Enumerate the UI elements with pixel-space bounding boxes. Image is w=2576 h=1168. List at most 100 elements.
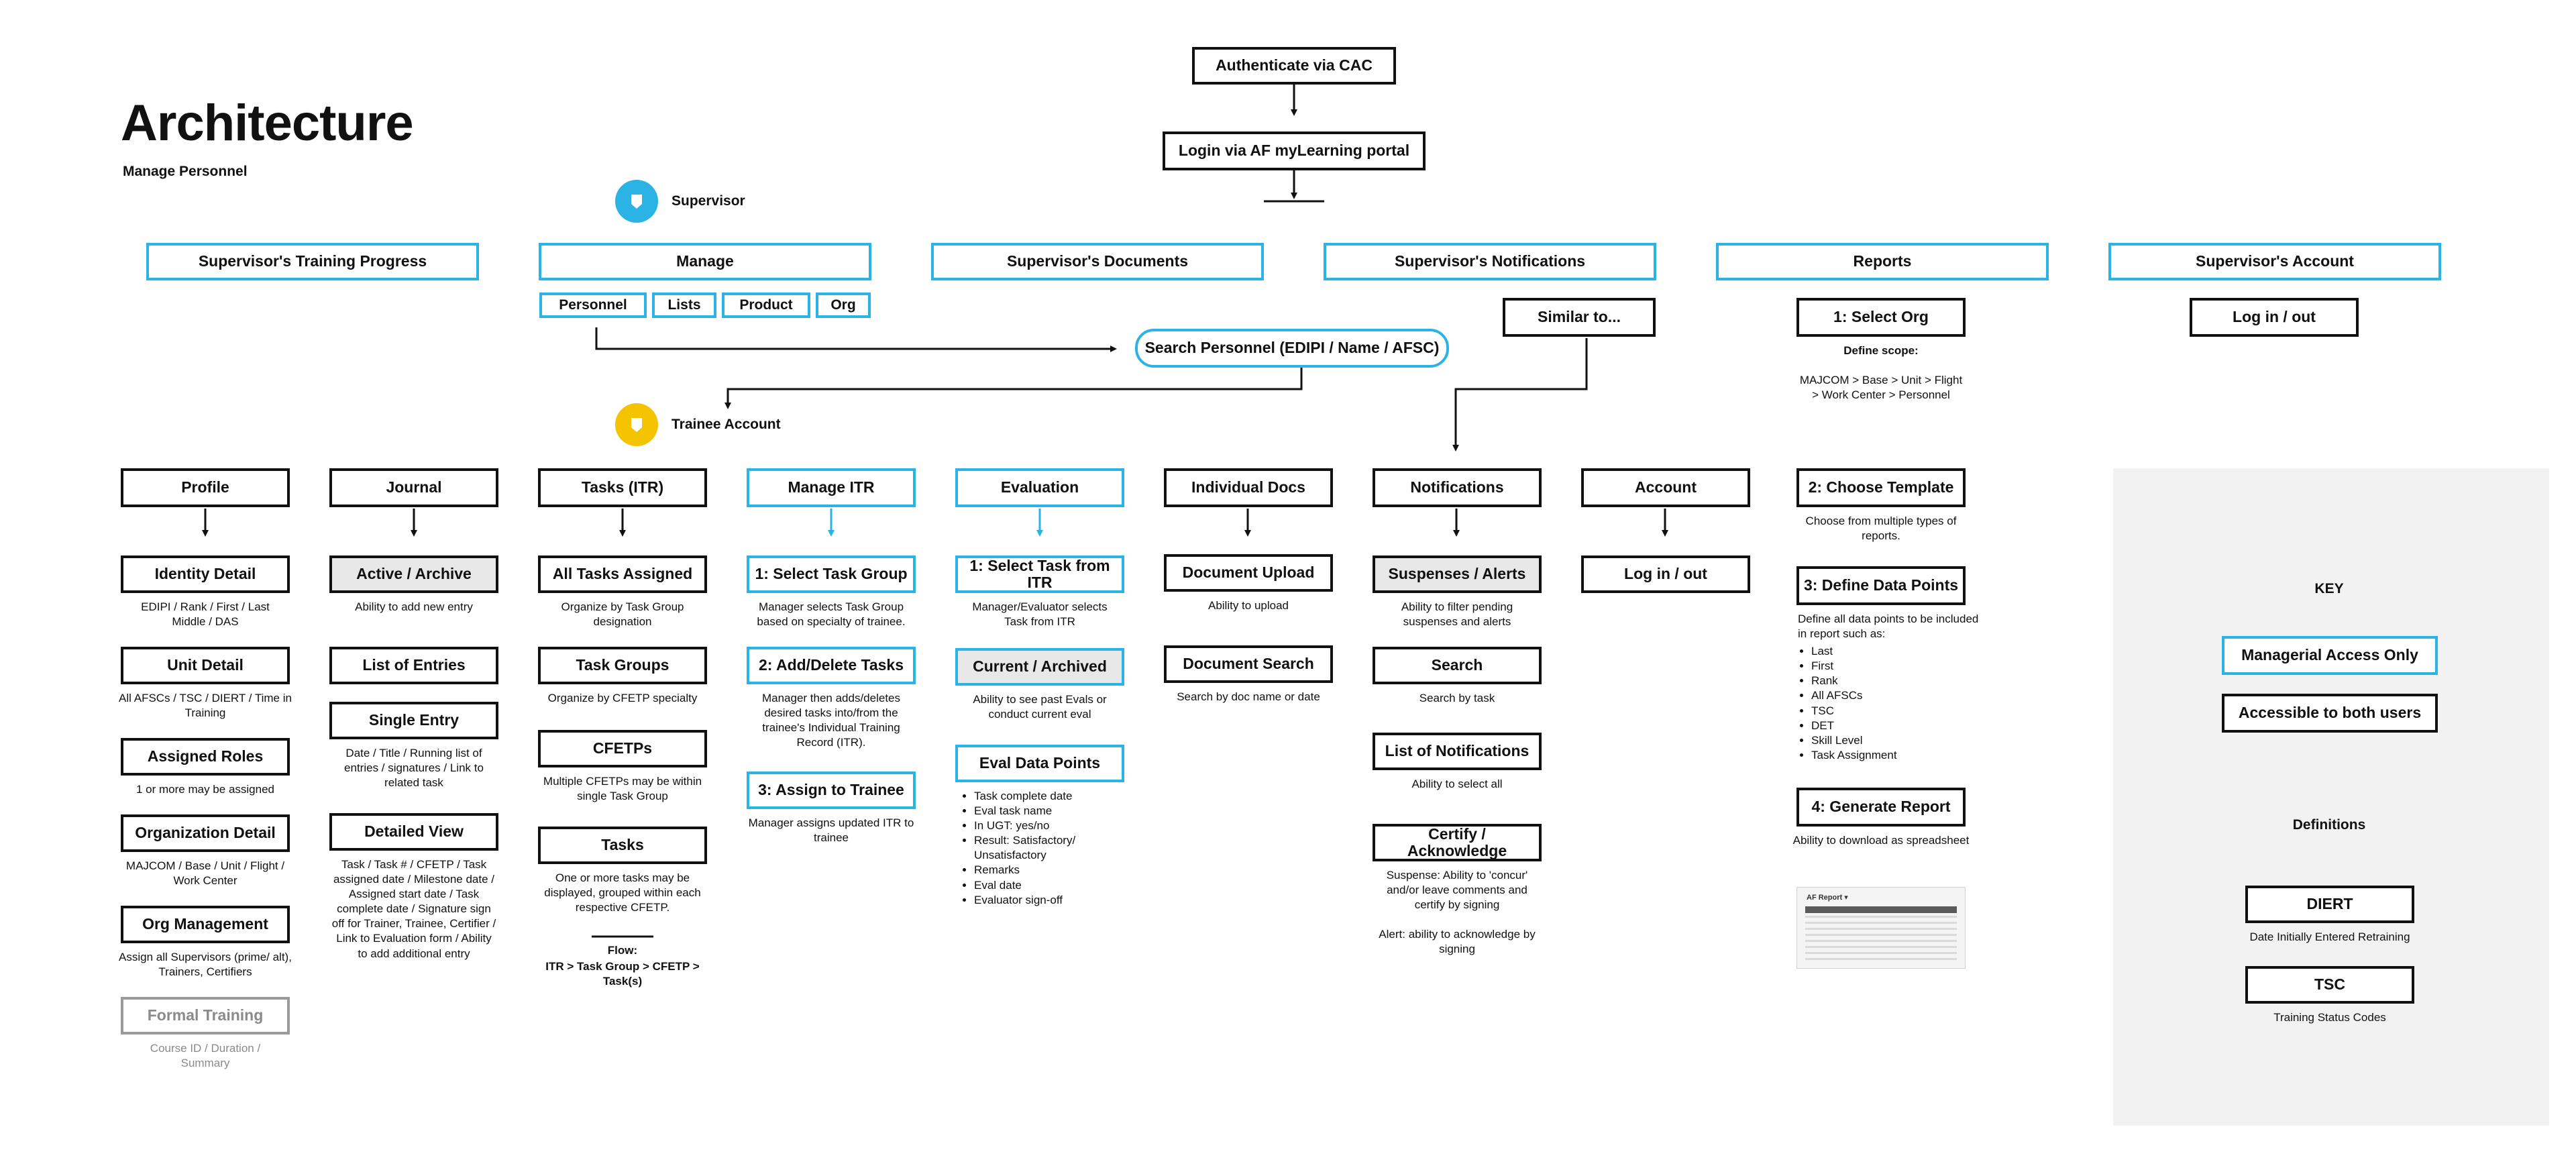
eval-data-points-desc: Task complete date Eval task name In UGT… xyxy=(961,786,1128,908)
docs-document-search[interactable]: Document Search xyxy=(1164,645,1333,683)
data-points-list: Last First Rank All AFSCs TSC DET Skill … xyxy=(1798,644,1979,763)
notifications-certify-acknowledge[interactable]: Certify / Acknowledge xyxy=(1373,824,1542,861)
tab-lists[interactable]: Lists xyxy=(652,293,716,318)
notifications-search-desc: Search by task xyxy=(1419,692,1495,704)
current-archived-desc: Ability to see past Evals or conduct cur… xyxy=(973,693,1107,721)
search-personnel-pill[interactable]: Search Personnel (EDIPI / Name / AFSC) xyxy=(1135,329,1449,368)
manage-itr-select-task-group[interactable]: 1: Select Task Group xyxy=(747,555,916,593)
tasks-all-assigned[interactable]: All Tasks Assigned xyxy=(538,555,707,593)
tasks-cfetps[interactable]: CFETPs xyxy=(538,730,707,767)
evaluation-data-points[interactable]: Eval Data Points xyxy=(955,745,1124,782)
evaluation-current-archived[interactable]: Current / Archived xyxy=(955,648,1124,686)
eval-point-item: Eval date xyxy=(974,878,1128,893)
similar-to-box[interactable]: Similar to... xyxy=(1503,298,1656,337)
col-evaluation[interactable]: Evaluation xyxy=(955,468,1124,507)
report-generate[interactable]: 4: Generate Report xyxy=(1796,788,1966,827)
trainee-login-out[interactable]: Log in / out xyxy=(1581,555,1750,593)
arrow-search-to-trainee xyxy=(724,368,1303,409)
arrow-personnel-to-search xyxy=(595,327,1117,352)
data-point-item: Last xyxy=(1811,644,1979,659)
col-tasks-itr[interactable]: Tasks (ITR) xyxy=(538,468,707,507)
data-point-item: First xyxy=(1811,659,1979,674)
tab-product[interactable]: Product xyxy=(722,293,810,318)
certify-suspense-desc: Suspense: Ability to 'concur' and/or lea… xyxy=(1386,869,1528,912)
data-point-item: Task Assignment xyxy=(1811,748,1979,763)
journal-active-archive[interactable]: Active / Archive xyxy=(329,555,498,593)
col-profile[interactable]: Profile xyxy=(121,468,290,507)
profile-formal-training[interactable]: Formal Training xyxy=(121,997,290,1034)
profile-organization-detail[interactable]: Organization Detail xyxy=(121,814,290,852)
eval-data-points-list: Task complete date Eval task name In UGT… xyxy=(961,789,1128,908)
report-thumbnail-title: AF Report ▾ xyxy=(1807,894,1848,902)
tasks-desc: One or more tasks may be displayed, grou… xyxy=(544,871,701,914)
scope-path-text: MAJCOM > Base > Unit > Flight > Work Cen… xyxy=(1799,374,1963,402)
col-account[interactable]: Account xyxy=(1581,468,1750,507)
suspenses-alerts-desc: Ability to filter pending suspenses and … xyxy=(1401,600,1513,629)
generate-report-desc: Ability to download as spreadsheet xyxy=(1792,834,1970,847)
tab-org[interactable]: Org xyxy=(816,293,871,318)
tasks-tasks[interactable]: Tasks xyxy=(538,827,707,864)
document-upload-desc: Ability to upload xyxy=(1208,599,1289,612)
eval-point-item: Evaluator sign-off xyxy=(974,893,1128,908)
nav-account[interactable]: Supervisor's Account xyxy=(2108,243,2441,280)
evaluation-select-task[interactable]: 1: Select Task from ITR xyxy=(955,555,1124,593)
arrow-similar-to-notifications xyxy=(1452,338,1588,452)
eval-point-item: Task complete date xyxy=(974,789,1128,804)
key-managerial-access: Managerial Access Only xyxy=(2222,636,2438,675)
nav-training-progress[interactable]: Supervisor's Training Progress xyxy=(146,243,479,280)
journal-list-of-entries[interactable]: List of Entries xyxy=(329,647,498,684)
tasks-task-groups[interactable]: Task Groups xyxy=(538,647,707,684)
nav-notifications[interactable]: Supervisor's Notifications xyxy=(1324,243,1656,280)
supervisor-role-icon xyxy=(615,180,658,223)
formal-training-desc: Course ID / Duration / Summary xyxy=(150,1042,261,1070)
select-task-desc: Manager/Evaluator selects Task from ITR xyxy=(972,600,1108,629)
col-individual-docs[interactable]: Individual Docs xyxy=(1164,468,1333,507)
data-point-item: Skill Level xyxy=(1811,733,1979,748)
key-accessible-both: Accessible to both users xyxy=(2222,694,2438,733)
notifications-list-desc: Ability to select all xyxy=(1411,778,1503,790)
journal-detailed-view[interactable]: Detailed View xyxy=(329,813,498,851)
certify-alert-desc: Alert: ability to acknowledge by signing xyxy=(1379,928,1536,956)
nav-documents[interactable]: Supervisor's Documents xyxy=(931,243,1264,280)
org-management-desc: Assign all Supervisors (prime/ alt), Tra… xyxy=(119,951,292,979)
data-point-item: Rank xyxy=(1811,674,1979,688)
definitions-heading: Definitions xyxy=(2292,817,2366,833)
document-search-desc: Search by doc name or date xyxy=(1177,690,1320,703)
col-journal[interactable]: Journal xyxy=(329,468,498,507)
manage-itr-add-delete-tasks[interactable]: 2: Add/Delete Tasks xyxy=(747,647,916,684)
task-groups-desc: Organize by CFETP specialty xyxy=(547,692,698,704)
authenticate-cac-box[interactable]: Authenticate via CAC xyxy=(1192,47,1396,85)
data-point-item: DET xyxy=(1811,719,1979,733)
profile-assigned-roles[interactable]: Assigned Roles xyxy=(121,738,290,776)
report-choose-template[interactable]: 2: Choose Template xyxy=(1796,468,1966,507)
definition-diert-desc: Date Initially Entered Retraining xyxy=(2249,931,2410,943)
define-scope-label: Define scope: xyxy=(1843,344,1919,357)
profile-org-management[interactable]: Org Management xyxy=(121,906,290,943)
col-manage-itr[interactable]: Manage ITR xyxy=(747,468,916,507)
col-notifications[interactable]: Notifications xyxy=(1373,468,1542,507)
key-panel xyxy=(2113,468,2549,1126)
data-point-item: All AFSCs xyxy=(1811,688,1979,703)
eval-point-item: Result: Satisfactory/ Unsatisfactory xyxy=(974,833,1128,863)
profile-unit-detail[interactable]: Unit Detail xyxy=(121,647,290,684)
select-task-group-desc: Manager selects Task Group based on spec… xyxy=(757,600,906,629)
notifications-list[interactable]: List of Notifications xyxy=(1373,733,1542,770)
profile-identity-detail[interactable]: Identity Detail xyxy=(121,555,290,593)
single-entry-desc: Date / Title / Running list of entries /… xyxy=(344,747,484,790)
login-portal-box[interactable]: Login via AF myLearning portal xyxy=(1163,131,1426,170)
report-define-data-points[interactable]: 3: Define Data Points xyxy=(1796,566,1966,605)
docs-document-upload[interactable]: Document Upload xyxy=(1164,554,1333,592)
journal-single-entry[interactable]: Single Entry xyxy=(329,702,498,739)
supervisor-role-label: Supervisor xyxy=(672,193,745,209)
tab-personnel[interactable]: Personnel xyxy=(539,293,647,318)
notifications-suspenses-alerts[interactable]: Suspenses / Alerts xyxy=(1373,555,1542,593)
define-data-points-desc: Define all data points to be included in… xyxy=(1798,612,1979,763)
manage-itr-assign-to-trainee[interactable]: 3: Assign to Trainee xyxy=(747,772,916,809)
add-delete-tasks-desc: Manager then adds/deletes desired tasks … xyxy=(761,692,901,749)
nav-manage[interactable]: Manage xyxy=(539,243,871,280)
report-select-org[interactable]: 1: Select Org xyxy=(1796,298,1966,337)
supervisor-login-out[interactable]: Log in / out xyxy=(2190,298,2359,337)
notifications-search[interactable]: Search xyxy=(1373,647,1542,684)
nav-reports[interactable]: Reports xyxy=(1716,243,2049,280)
